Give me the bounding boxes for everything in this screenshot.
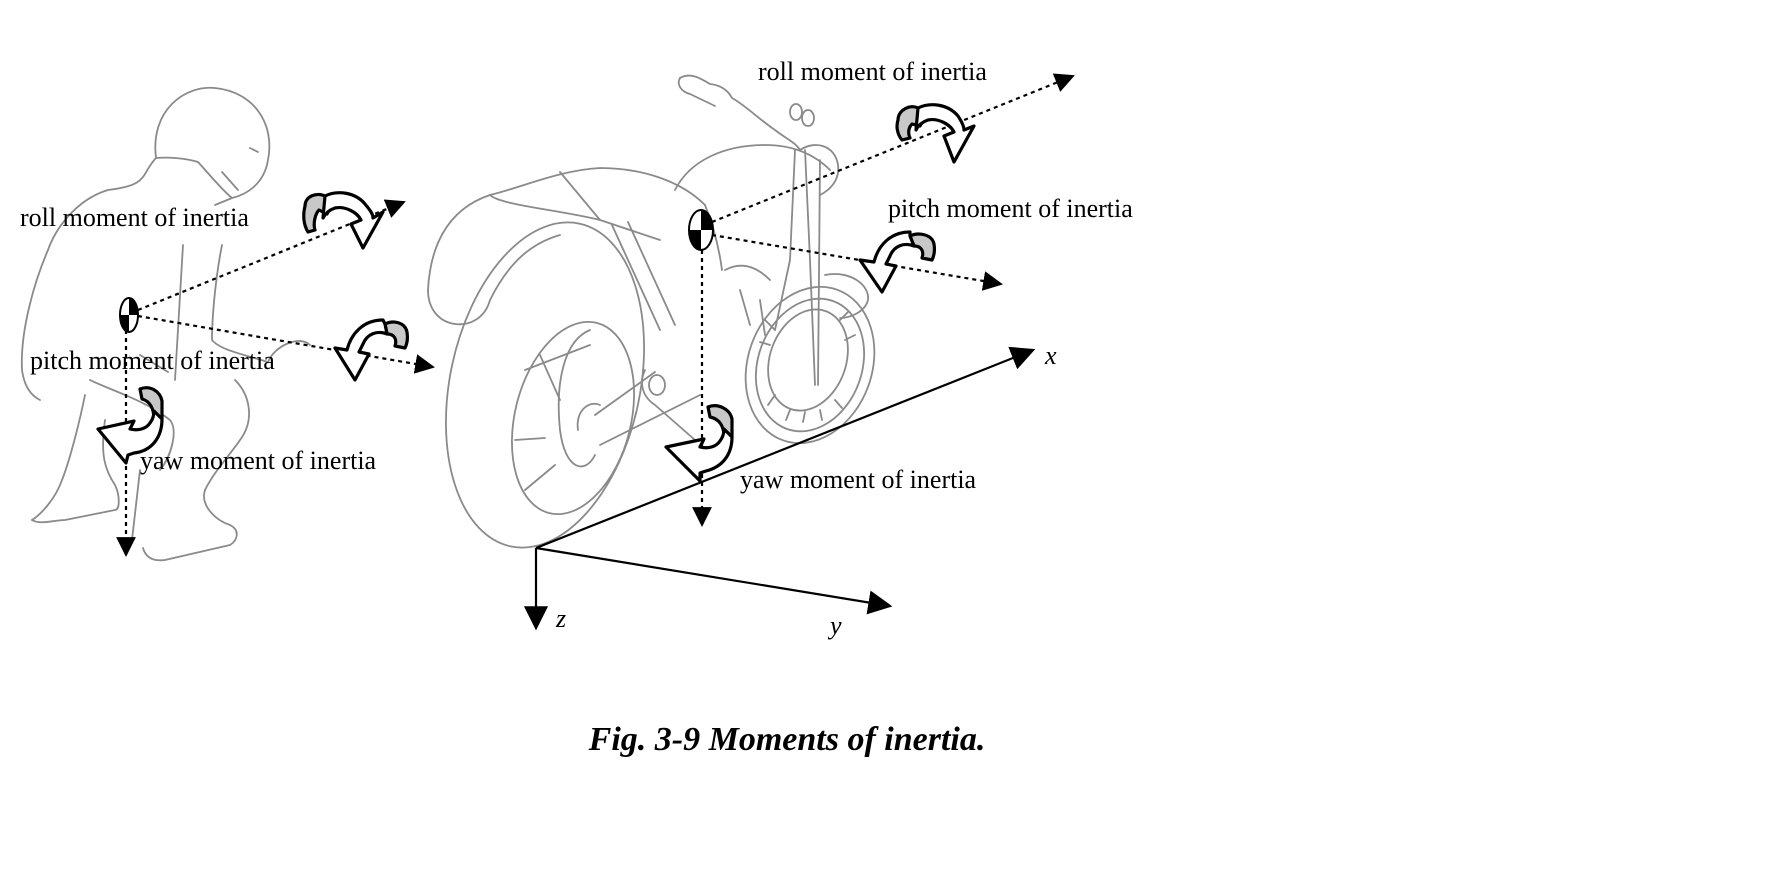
z-axis-label: z (555, 604, 566, 633)
rider-yaw-rotation-arrow-icon (96, 386, 164, 465)
motorcycle-pitch-rotation-arrow-icon (858, 230, 936, 294)
rider-pitch-label: pitch moment of inertia (30, 346, 275, 375)
y-axis-arrow (535, 546, 893, 615)
coordinate-axes (523, 346, 1036, 631)
motorcycle-yaw-rotation-arrow-icon (664, 404, 734, 483)
motorcycle-yaw-label: yaw moment of inertia (740, 465, 977, 494)
rider-sketch (20, 86, 311, 562)
motorcycle-pitch-axis (711, 233, 1003, 291)
figure-caption: Fig. 3-9 Moments of inertia. (588, 721, 986, 758)
rider-pitch-rotation-arrow-icon (333, 318, 409, 382)
x-axis-arrow (535, 346, 1036, 550)
motorcycle-sketch (427, 74, 876, 549)
motorcycle-roll-label: roll moment of inertia (758, 57, 987, 86)
rider-cg-group (116, 199, 435, 557)
motorcycle-cg-marker-icon (688, 209, 714, 251)
rider-cg-marker-icon (119, 297, 139, 333)
motorcycle-cg-group (688, 73, 1075, 527)
motorcycle-roll-axis (711, 73, 1075, 224)
rider-roll-rotation-arrow-icon (302, 191, 385, 250)
motorcycle-pitch-label: pitch moment of inertia (888, 194, 1133, 223)
motorcycle-roll-rotation-arrow-icon (895, 103, 976, 164)
rider-yaw-label: yaw moment of inertia (140, 446, 377, 475)
y-axis-label: y (827, 611, 842, 640)
x-axis-label: x (1044, 341, 1057, 370)
rider-pitch-axis (137, 314, 435, 374)
moments-of-inertia-figure: roll moment of inertia pitch moment of i… (20, 57, 1133, 758)
rider-roll-label: roll moment of inertia (20, 203, 249, 232)
